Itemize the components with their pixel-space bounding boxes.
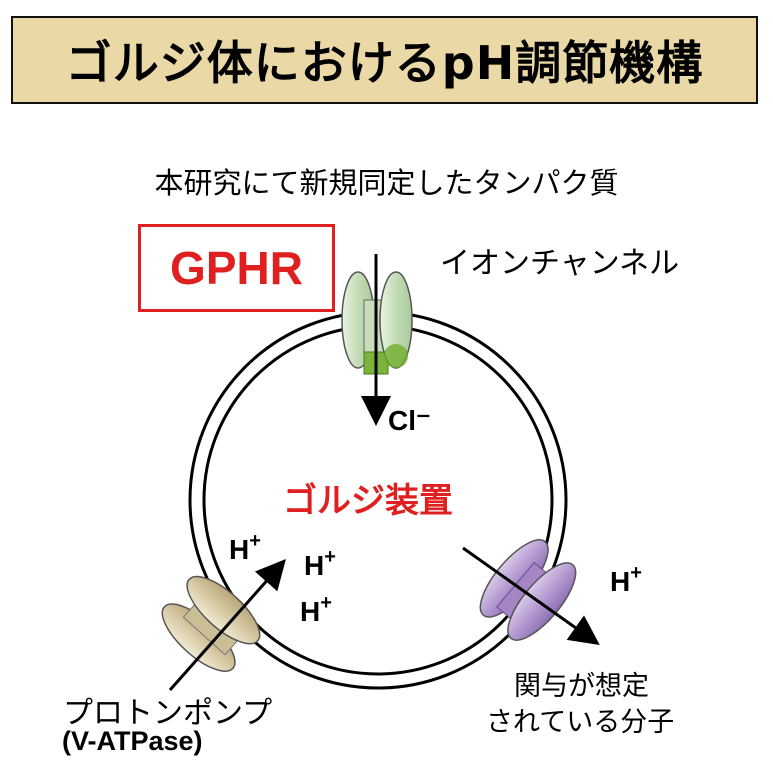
proton-pump-icon — [161, 575, 261, 672]
molecule-arrow — [462, 546, 600, 645]
golgi-label: ゴルジ装置 — [283, 481, 453, 521]
chloride-label: Cl⁻ — [388, 405, 431, 436]
gphr-label: GPHR — [170, 242, 303, 294]
molecule-label-line2: されている分子 — [486, 707, 675, 738]
proton-label-4: H+ — [610, 562, 642, 597]
molecule-icon — [479, 539, 577, 641]
proton-label-3: H+ — [300, 592, 332, 627]
title-banner: ゴルジ体におけるpH調節機構 — [11, 16, 758, 104]
ion-channel-label: イオンチャンネル — [440, 246, 680, 281]
page-title: ゴルジ体におけるpH調節機構 — [65, 36, 704, 90]
gphr-box: GPHR — [138, 224, 335, 312]
proton-label-1: H+ — [229, 530, 261, 565]
proton-pump-label: プロトンポンプ — [63, 696, 273, 731]
vatpase-label: (V-ATPase) — [62, 726, 203, 756]
proton-pump-arrow — [168, 559, 286, 691]
proton-label-2: H+ — [304, 546, 336, 581]
molecule-label-line1: 関与が想定 — [514, 671, 649, 702]
subtitle: 本研究にて新規同定したタンパク質 — [154, 166, 619, 200]
